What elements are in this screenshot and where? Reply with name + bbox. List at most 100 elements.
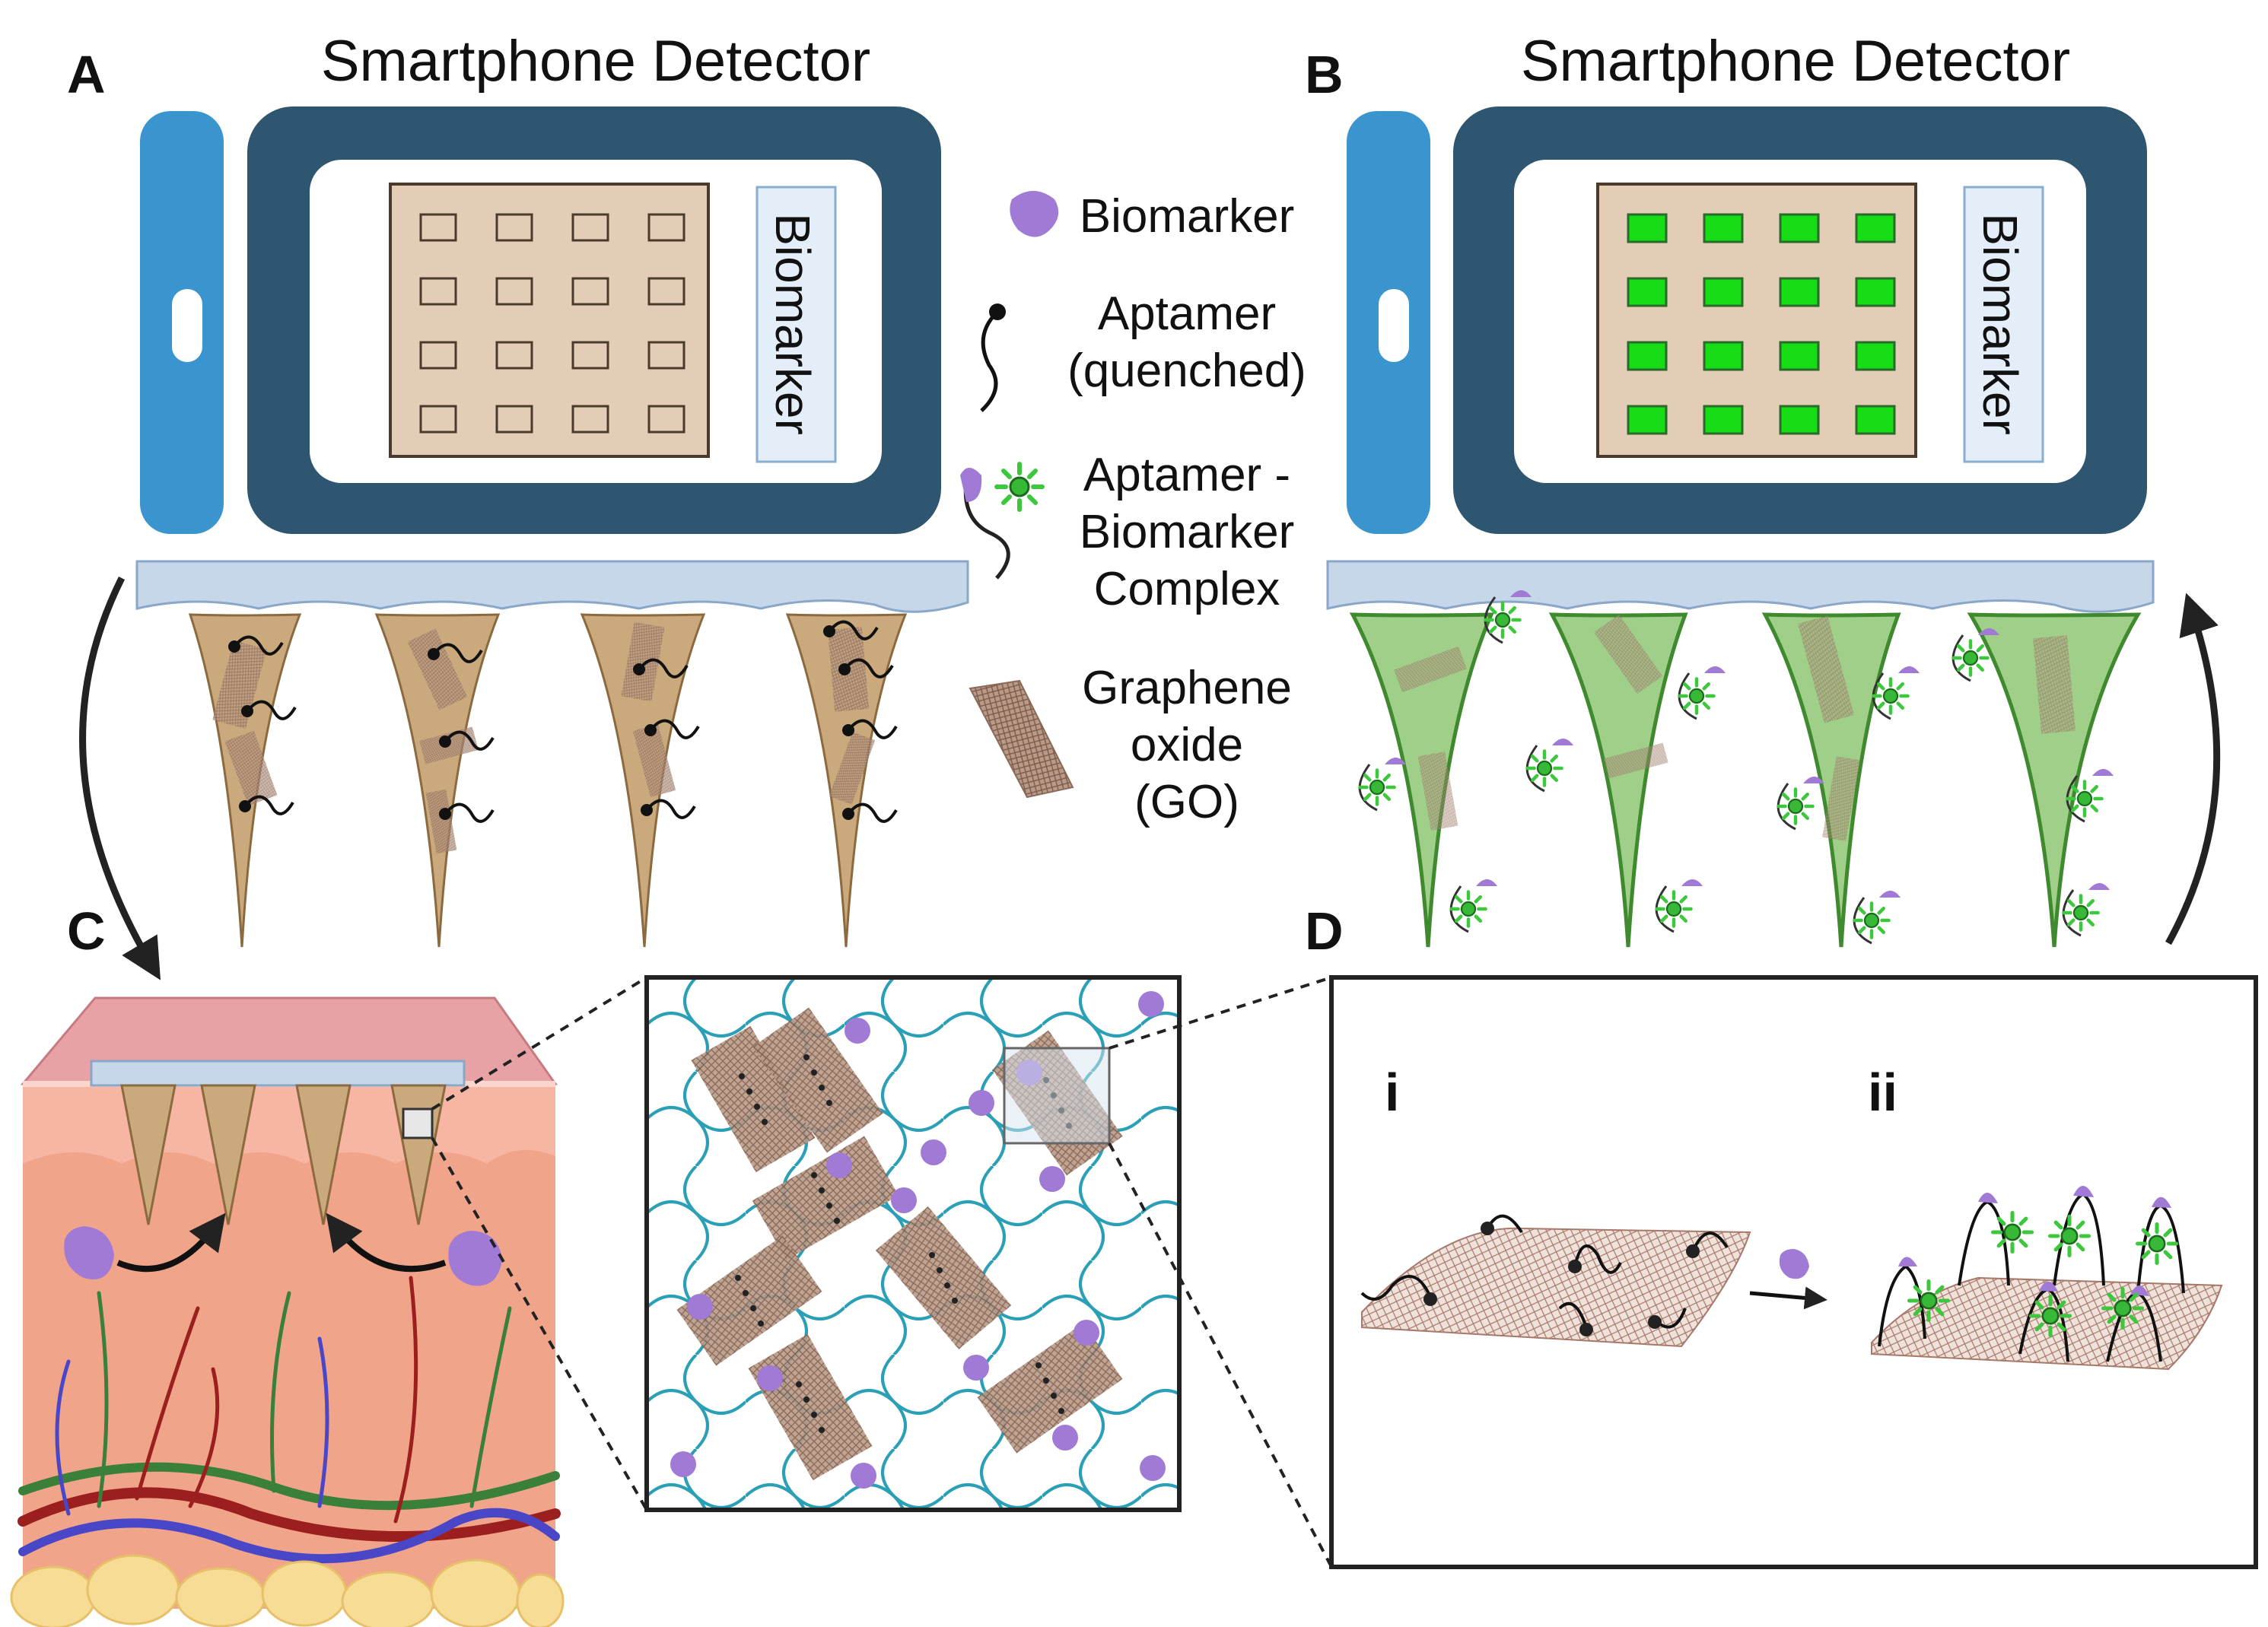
well-off-9 (419, 341, 457, 370)
biomarker-dot-16 (921, 1139, 946, 1165)
go-sheet-aptamer-dot (811, 1069, 817, 1076)
aptamer-line-3 (243, 795, 294, 815)
go-sheet-aptamer-dot (754, 1104, 760, 1110)
aptamer-dot-12 (842, 808, 854, 820)
go-sheet-1 (691, 1025, 816, 1173)
well-on-2 (1703, 213, 1744, 243)
aptamer-dot-10 (838, 663, 851, 675)
complex-biomarker-1 (1510, 590, 1532, 597)
go-sheet-aptamer-dot (826, 1203, 832, 1209)
go-sheet-aptamer-dot (1058, 1408, 1064, 1414)
fluorophore-6 (1954, 641, 1988, 675)
biomarkers-in-hydrogel (670, 991, 1166, 1489)
go-sheet-aptamer-dot (811, 1412, 817, 1418)
well-on-4 (1855, 213, 1896, 243)
aptamer-line-8 (649, 719, 700, 739)
go-sheet-5 (875, 1206, 1012, 1350)
biomarker-dot-14 (851, 1463, 876, 1489)
arrow-a-to-c (79, 576, 161, 980)
legend-aptamer-text-1: Aptamer (1098, 288, 1276, 340)
aptamer-line-4 (432, 643, 483, 663)
complex-aptamer-9 (1449, 885, 1469, 933)
well-on-11 (1779, 341, 1820, 371)
go-sheet-aptamer-dot (750, 1305, 756, 1311)
panel-label-a: A (67, 45, 106, 104)
well-on-15 (1779, 405, 1820, 435)
biomarker-dot-4 (969, 1090, 994, 1116)
aptamer-dot-6 (439, 808, 451, 820)
legend-aptamer-icon (980, 303, 1006, 412)
go-sheets-in-needles-a (212, 621, 876, 854)
legend-complex-icon (960, 464, 1042, 580)
aptamer-dot-9 (641, 804, 653, 816)
aptamer-dot-5 (439, 736, 451, 748)
legend-go-text-2: oxide (1131, 719, 1243, 771)
go-sheet-aptamer-dot (735, 1275, 741, 1281)
complex-aptamer-12 (2062, 889, 2082, 937)
biomarker-dot-11 (1074, 1320, 1099, 1346)
legend-complex-text-2: Biomarker (1080, 506, 1295, 558)
diffusion-arrow-left (116, 1212, 226, 1273)
panel-a-title: Smartphone Detector (321, 29, 870, 94)
go-sheet-aptamer-dot (758, 1320, 764, 1327)
go-sheet-aptamer-dot (819, 1427, 825, 1433)
go-sheet-2 (752, 1007, 883, 1153)
go-sheet-aptamer-dot (1043, 1378, 1049, 1384)
go-sheet-aptamer-dot (819, 1187, 825, 1193)
complex-biomarker-8 (2092, 769, 2114, 776)
sub-label-i: i (1385, 1063, 1399, 1122)
zoom-connectors-c (431, 976, 648, 1511)
complex-aptamer-10 (1655, 885, 1675, 933)
go-sheet-aptamer-dot (1051, 1393, 1057, 1399)
complex-aptamer-1 (1484, 596, 1503, 644)
zoom-region-box (402, 1107, 434, 1139)
aptamer-line-1 (233, 635, 284, 656)
biomarker-dot-9 (757, 1365, 783, 1391)
skin-cross-section (10, 996, 565, 1627)
go-sheet-aptamer-dot (929, 1252, 935, 1258)
biomarker-dot-13 (670, 1451, 696, 1477)
go-sheet-aptamer-dot (826, 1100, 832, 1106)
sub-label-ii: ii (1868, 1063, 1897, 1122)
panel-label-b: B (1305, 45, 1344, 104)
complex-biomarker-10 (1681, 879, 1703, 886)
aptamer-line-2 (246, 700, 297, 720)
aptamer-biomarker-complexes-b (1360, 590, 2114, 945)
biomarker-dot-8 (687, 1294, 713, 1320)
fluorophore-11 (1855, 904, 1889, 938)
complex-aptamer-3 (1525, 745, 1545, 793)
complex-aptamer-7 (1777, 783, 1796, 831)
aptamer-dot-2 (241, 705, 253, 717)
panel-d-box: i ii (1329, 975, 2258, 1569)
fluorophore-8 (2068, 782, 2102, 816)
well-off-2 (495, 213, 533, 242)
screen-label-box (1963, 186, 2044, 463)
aptamer-dot-13 (823, 625, 835, 637)
go-sheet-aptamer-dot (796, 1381, 802, 1387)
microneedle-3 (1761, 612, 1901, 948)
aptamer-line-13 (828, 620, 879, 640)
patch-base-in-skin (90, 1060, 466, 1087)
complex-biomarker-12 (2088, 883, 2110, 890)
biomarker-dot-12 (1052, 1425, 1078, 1451)
legend-go-text-3: (GO) (1134, 776, 1239, 828)
fluorophore-4 (1680, 679, 1714, 713)
zoom-highlight-box (1003, 1047, 1111, 1145)
screen-label-a: Biomarker (765, 213, 820, 435)
patch-base (1326, 560, 2155, 613)
go-sheet-7 (977, 1323, 1123, 1454)
microneedle-3 (580, 613, 706, 948)
well-off-14 (495, 405, 533, 434)
arrow-d-to-b (2165, 593, 2221, 945)
go-sheet-aptamer-dot (937, 1267, 943, 1273)
biomarker-added (1779, 1249, 1809, 1279)
well-on-14 (1703, 405, 1744, 435)
fluorophore-3 (1528, 752, 1562, 786)
complex-aptamer-6 (1951, 634, 1971, 682)
well-on-6 (1703, 277, 1744, 307)
microneedle-patch-a (135, 560, 969, 948)
biomarker-in-skin-left (64, 1226, 114, 1279)
well-off-3 (571, 213, 609, 242)
aptamer-dot-4 (428, 648, 440, 660)
complex-biomarker-7 (1803, 777, 1824, 783)
